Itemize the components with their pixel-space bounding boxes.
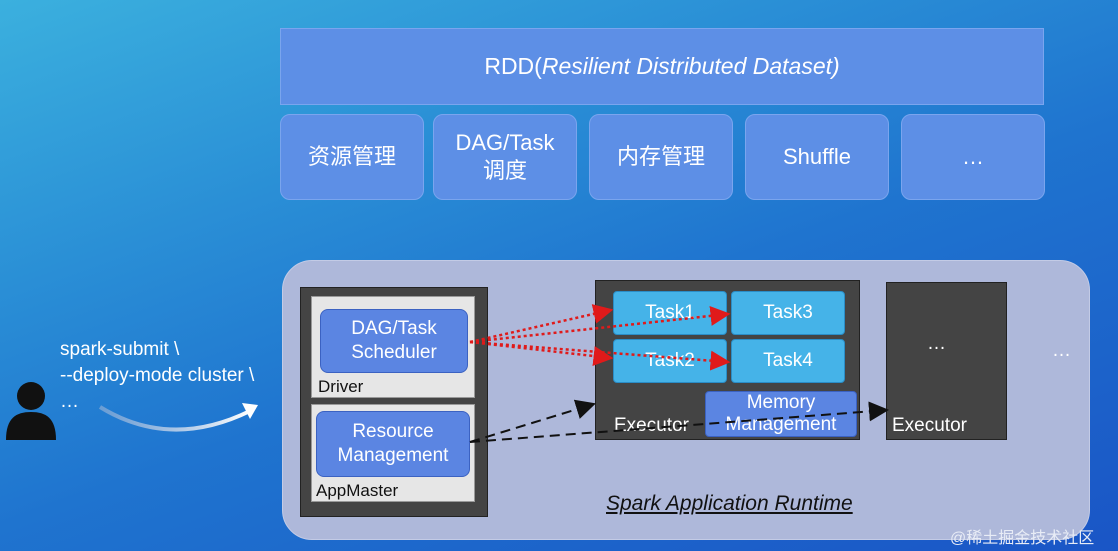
driver-box: DAG/Task Scheduler Driver (311, 296, 475, 398)
command-line-1: spark-submit \ (60, 339, 180, 360)
arrow-to-task2 (469, 340, 614, 366)
arrow-to-executor-2 (469, 401, 889, 443)
arrow-to-task3 (469, 305, 731, 344)
module-label: Shuffle (782, 144, 852, 169)
executor-label: Executor (892, 415, 967, 436)
memory-line-2: Management (725, 414, 837, 435)
scheduler-line-1: DAG/Task (351, 318, 437, 339)
more-executors-ellipsis: … (1052, 340, 1071, 361)
driver-label: Driver (318, 377, 364, 396)
task-4: Task4 (731, 339, 845, 383)
watermark: @稀土掘金技术社区 (950, 530, 1095, 547)
submit-arrow (98, 403, 258, 432)
rdd-italic: Resilient Distributed Dataset) (541, 53, 840, 79)
appmaster-label: AppMaster (316, 481, 399, 500)
arrow-to-task4 (469, 340, 731, 371)
command-line-3: … (60, 391, 79, 412)
rdd-bar: RDD(Resilient Distributed Dataset) (280, 28, 1044, 105)
task-2: Task2 (613, 339, 727, 383)
module-memory-management: 内存管理 (589, 114, 733, 200)
module-resource-management: 资源管理 (280, 114, 424, 200)
module-label: … (962, 144, 984, 169)
dag-task-scheduler: DAG/Task Scheduler (320, 309, 468, 373)
appmaster-box: Resource Management AppMaster (311, 404, 475, 502)
module-shuffle: Shuffle (745, 114, 889, 200)
module-label: 内存管理 (616, 144, 705, 169)
executor-2: … Executor (886, 282, 1007, 440)
memory-line-1: Memory (746, 392, 816, 413)
resource-line-2: Management (337, 445, 449, 466)
module-label: 资源管理 (307, 144, 396, 169)
task-3: Task3 (731, 291, 845, 335)
rdd-prefix: RDD( (484, 53, 542, 79)
resource-arrows (469, 399, 889, 443)
arrow-to-executor-1 (469, 399, 596, 443)
task-1: Task1 (613, 291, 727, 335)
memory-management: Memory Management (705, 391, 857, 437)
module-label: DAG/Task 调度 (455, 130, 555, 183)
module-more: … (901, 114, 1045, 200)
executor-ellipsis: … (927, 333, 946, 354)
runtime-title: Spark Application Runtime (606, 492, 853, 515)
resource-management: Resource Management (316, 411, 470, 477)
command-line-2: --deploy-mode cluster \ (60, 365, 255, 386)
user-icon (6, 382, 56, 440)
executor-label: Executor (614, 415, 689, 436)
arrow-to-task1 (469, 304, 614, 344)
task-dispatch-arrows (469, 304, 731, 371)
module-dag-task-scheduling: DAG/Task 调度 (433, 114, 577, 200)
scheduler-line-2: Scheduler (351, 342, 437, 363)
spark-submit-command: spark-submit \ --deploy-mode cluster \ … (60, 337, 254, 415)
resource-line-1: Resource (352, 421, 434, 442)
